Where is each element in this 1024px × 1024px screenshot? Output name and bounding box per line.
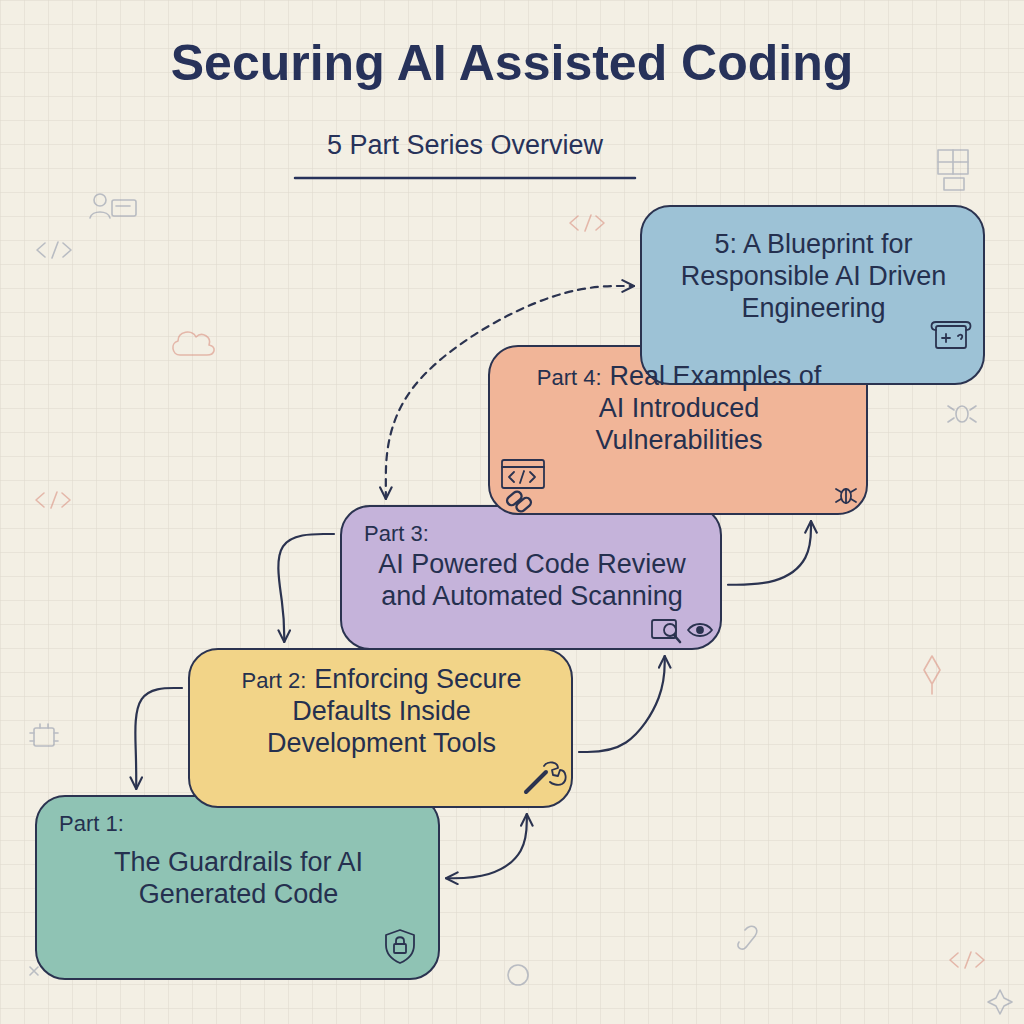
shield-lock-icon <box>386 930 414 963</box>
curved-arrow <box>135 688 182 789</box>
scroll-icon <box>932 322 971 348</box>
part-title: AI Powered Code Review and Automated Sca… <box>372 549 692 613</box>
chain-link-icon <box>505 490 532 513</box>
part-label: Part 2: <box>242 668 307 693</box>
text-wrap: Part 2:Enforcing Secure Defaults Inside … <box>222 664 542 760</box>
text-wrap: Part 4:Real Examples of AI Introduced Vu… <box>529 361 829 457</box>
part-label: Part 4: <box>537 365 602 390</box>
curved-arrow <box>278 534 334 642</box>
subtitle: 5 Part Series Overview <box>0 130 930 161</box>
part-label: Part 1: <box>59 811 124 837</box>
title: Securing AI Assisted Coding <box>0 34 1024 92</box>
curved-arrow <box>579 656 665 752</box>
wrench-icon <box>526 762 566 792</box>
step-box: 5: A Blueprint for Responsible AI Driven… <box>640 205 985 385</box>
curved-arrow <box>728 521 811 585</box>
part-title: Real Examples of AI Introduced Vulnerabi… <box>595 361 821 455</box>
step-box: Part 1: The Guardrails for AI Generated C… <box>35 795 440 980</box>
magnifier-icon <box>652 620 680 642</box>
curved-arrow <box>446 814 527 878</box>
part-label: Part 3: <box>364 521 429 547</box>
eye-icon <box>688 624 712 636</box>
step-box: Part 3:AI Powered Code Review and Automa… <box>340 505 722 650</box>
part-title: 5: A Blueprint for Responsible AI Driven… <box>669 229 959 325</box>
step-box: Part 4:Real Examples of AI Introduced Vu… <box>488 345 868 515</box>
code-window-icon <box>502 460 544 488</box>
part-title: The Guardrails for AI Generated Code <box>109 847 369 911</box>
doodles <box>30 150 1012 1014</box>
subtitle-underline <box>295 177 635 180</box>
bug-icon <box>836 489 856 503</box>
step-box: Part 2:Enforcing Secure Defaults Inside … <box>188 648 573 808</box>
